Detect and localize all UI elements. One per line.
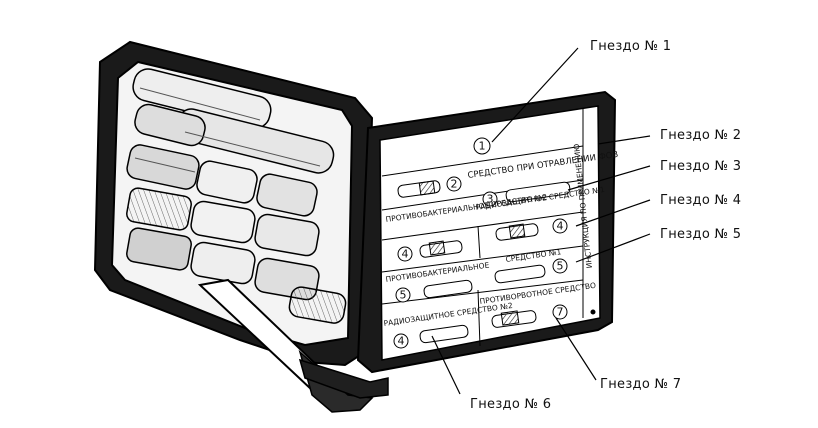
ampoule — [288, 286, 347, 324]
instruction-sheet — [381, 108, 596, 349]
nest-3-slot — [505, 181, 571, 203]
callout-nest-7: Гнездо № 7 — [600, 377, 681, 392]
nest-1-marker — [473, 137, 491, 155]
callout-labels: Гнездо № 1 Гнездо № 2 Гнездо № 3 Гнездо … — [470, 39, 741, 412]
ampoule — [190, 200, 256, 244]
ampoule — [190, 241, 256, 285]
nest-4a-marker — [397, 246, 413, 262]
callout-nest-4: Гнездо № 4 — [660, 193, 741, 208]
callout-nest-5: Гнездо № 5 — [660, 227, 741, 242]
num-2: 2 — [451, 178, 458, 191]
num-7: 7 — [557, 306, 564, 319]
num-4b: 4 — [557, 220, 564, 233]
sheet-numbers: 1 2 3 4 4 5 5 4 7 — [398, 140, 564, 348]
num-1: 1 — [479, 140, 486, 153]
nest-5b-marker — [552, 258, 568, 274]
nest-7-marker — [552, 304, 568, 320]
ampoule — [126, 227, 192, 271]
callout-nest-2: Гнездо № 2 — [660, 128, 741, 143]
callout-nest-3: Гнездо № 3 — [660, 159, 741, 174]
num-6: 4 — [398, 335, 405, 348]
ampoule — [134, 103, 206, 147]
num-3: 3 — [487, 193, 494, 206]
num-4a: 4 — [402, 248, 409, 261]
leader-lines — [431, 47, 651, 395]
nest-6-slot — [419, 324, 469, 344]
callout-nest-1: Гнездо № 1 — [590, 39, 671, 54]
nest-2-marker — [446, 176, 462, 192]
num-5a: 5 — [400, 289, 407, 302]
nest-6-marker — [393, 333, 409, 349]
nest-3-marker — [482, 191, 498, 207]
ampoule — [126, 187, 192, 231]
num-5b: 5 — [557, 260, 564, 273]
nest-4b-marker — [552, 218, 568, 234]
case-lid — [356, 90, 617, 374]
ampoules-group — [126, 68, 347, 324]
callout-nest-6: Гнездо № 6 — [470, 397, 551, 412]
ampoule — [126, 144, 200, 190]
nest-5a-marker — [395, 287, 411, 303]
hinge-flap — [197, 278, 389, 413]
ampoule — [256, 173, 318, 217]
ampoule — [254, 213, 320, 257]
ampoule — [196, 160, 258, 204]
